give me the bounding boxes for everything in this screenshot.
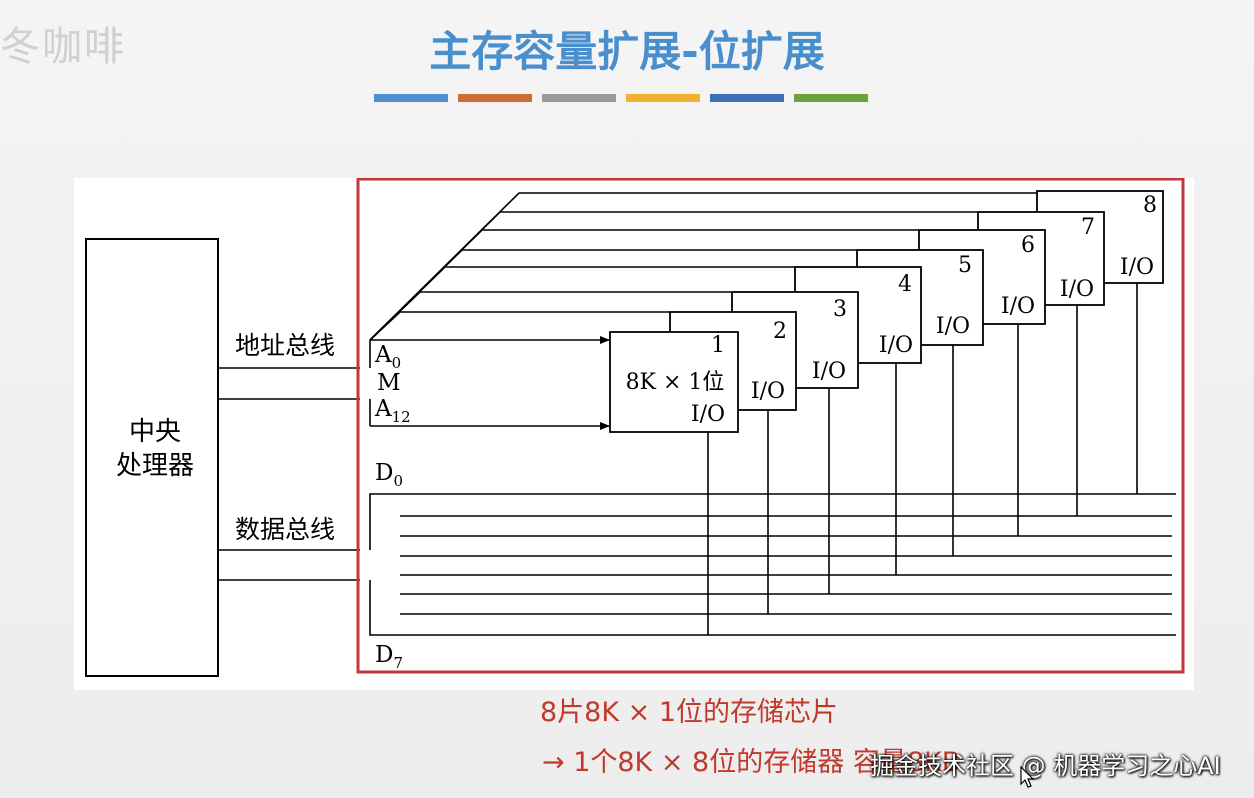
a0-base: A	[374, 342, 392, 368]
mouse-cursor-icon	[1020, 766, 1034, 788]
address-fan-line	[369, 192, 1037, 341]
corner-logo-mark: 冬咖啡	[0, 24, 126, 70]
color-bar-segment	[542, 94, 616, 102]
bit-extension-diagram: 中央 处理器 地址总线 数据总线 A0 M A12	[85, 178, 1185, 677]
io-label: I/O	[1120, 255, 1154, 280]
d0-base: D	[375, 460, 393, 486]
address-bus-lines	[218, 340, 371, 426]
chip-number: 7	[1081, 215, 1095, 240]
a12-base: A	[374, 396, 392, 422]
io-label: I/O	[751, 379, 785, 404]
io-label: I/O	[691, 402, 725, 427]
d7-base: D	[375, 642, 393, 668]
chip-number: 1	[711, 333, 725, 358]
data-lines	[400, 515, 1172, 615]
memory-chip-box	[609, 331, 739, 433]
a12-label: A12	[374, 396, 411, 426]
chip-number: 3	[833, 297, 847, 322]
io-label: I/O	[1001, 294, 1035, 319]
color-bar-segment	[458, 94, 532, 102]
caption-result: → 1个8K × 8位的存储器 容量8KB	[542, 747, 961, 778]
io-label: I/O	[936, 314, 970, 339]
cpu-label-line1: 中央	[129, 417, 181, 447]
io-label: I/O	[812, 359, 846, 384]
chip-number: 4	[898, 272, 912, 297]
diagram-panel: 中央 处理器 地址总线 数据总线 A0 M A12	[74, 178, 1194, 690]
title-color-bar	[374, 94, 878, 102]
caption-chips: 8片8K × 1位的存储芯片	[540, 697, 839, 728]
color-bar-segment	[374, 94, 448, 102]
a12-subscript: 12	[392, 408, 411, 426]
d0-label: D0	[375, 460, 403, 490]
d7-label: D7	[375, 642, 403, 672]
highlight-frame	[356, 178, 1185, 674]
d7-subscript: 7	[393, 654, 403, 672]
a0-subscript: 0	[392, 354, 402, 372]
address-bus-label: 地址总线	[235, 331, 335, 360]
chip-number: 5	[958, 253, 972, 278]
watermark: 掘金技术社区 @ 机器学习之心AI	[870, 752, 1221, 780]
address-arrows	[370, 336, 610, 430]
color-bar-segment	[710, 94, 784, 102]
chip-number: 6	[1021, 233, 1035, 258]
d0-subscript: 0	[393, 472, 403, 490]
chip-number: 8	[1143, 193, 1157, 218]
a0-label: A0	[374, 342, 401, 372]
color-bar-segment	[626, 94, 700, 102]
color-bar-segment	[794, 94, 868, 102]
chip-number: 2	[773, 319, 787, 344]
cpu-box	[85, 238, 219, 677]
slide-title: 主存容量扩展-位扩展	[429, 27, 825, 76]
io-label: I/O	[1060, 277, 1094, 302]
cpu-label-line2: 处理器	[116, 451, 194, 481]
data-bus-label: 数据总线	[235, 515, 335, 544]
io-label: I/O	[879, 333, 913, 358]
chip-spec: 8K × 1位	[626, 370, 725, 395]
data-bus-lines	[218, 493, 1176, 636]
m-label: M	[377, 370, 401, 396]
address-fan-lines	[369, 192, 1037, 341]
